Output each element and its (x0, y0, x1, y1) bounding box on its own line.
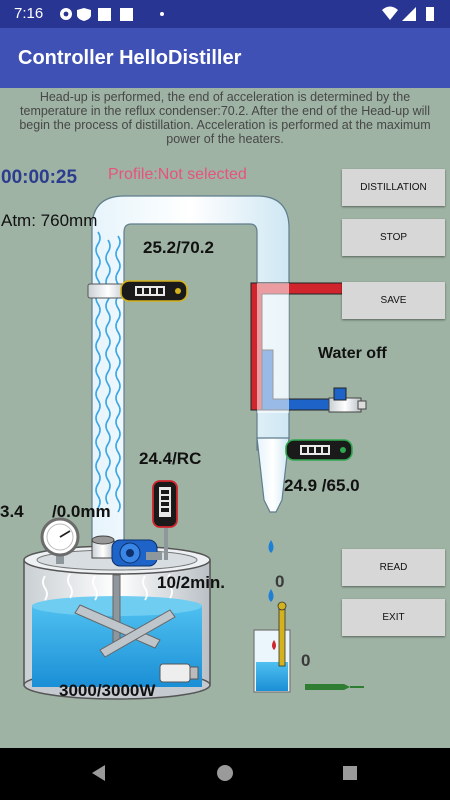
mixer-blades-icon (74, 574, 176, 658)
save-button[interactable]: SAVE (342, 282, 445, 319)
app-bar: Controller HelloDistiller (0, 28, 450, 88)
notification-square-icon-2 (120, 8, 133, 21)
settings-icon (60, 8, 72, 20)
water-valve-icon (328, 387, 367, 413)
app-title: Controller HelloDistiller (18, 47, 242, 69)
distillate-drop-icon (268, 540, 274, 553)
recents-icon[interactable] (341, 764, 359, 782)
level-probe-icon (305, 684, 364, 690)
column-temperature: 25.2/70.2 (143, 238, 214, 257)
distillation-button[interactable]: DISTILLATION (342, 169, 445, 206)
exit-button[interactable]: EXIT (342, 599, 445, 636)
signal-icon (402, 7, 416, 21)
tank-temperature: 24.4/RC (139, 449, 202, 468)
battery-icon (426, 7, 434, 21)
back-icon[interactable] (90, 764, 108, 782)
wifi-icon (382, 6, 398, 20)
home-icon[interactable] (216, 764, 234, 782)
read-button[interactable]: READ (342, 549, 445, 586)
status-time: 7:16 (14, 5, 44, 22)
navigation-bar (0, 748, 450, 800)
heater-icon (159, 663, 199, 683)
drops-count: 0 (275, 572, 285, 591)
heater-power: 3000/3000W (59, 681, 156, 700)
condenser-thermometer-icon (285, 439, 353, 461)
stop-button[interactable]: STOP (342, 219, 445, 256)
outlet-funnel (256, 437, 290, 513)
condenser-temperature: 24.9 /65.0 (284, 476, 360, 495)
status-notification-icons (60, 8, 164, 21)
status-system-icons (382, 6, 434, 21)
distillate-drop-icon-2 (268, 589, 274, 602)
pressure-value: 3.4 (0, 502, 24, 521)
water-status: Water off (318, 345, 387, 362)
pump-rate: 10/2min. (157, 573, 226, 592)
elapsed-timer: 00:00:25 (1, 167, 78, 188)
condenser-shell (257, 283, 289, 413)
process-info-text: Head-up is performed, the end of acceler… (19, 90, 431, 146)
column-thermometer-icon (120, 280, 188, 302)
column-tube (91, 195, 290, 546)
notification-square-icon (98, 8, 111, 21)
profile-status: Profile:Not selected (108, 166, 247, 183)
more-notifications-dot (160, 12, 164, 16)
tank-thermometer-icon (152, 480, 178, 560)
status-bar: 7:16 (0, 0, 450, 28)
collector-glass (253, 601, 291, 693)
collector-count: 0 (301, 651, 311, 670)
manometer-icon (40, 517, 80, 564)
pump-icon (91, 535, 162, 567)
shield-icon (77, 8, 91, 21)
atmosphere-pressure: Atm: 760mm (1, 211, 98, 230)
pressure-column-value: /0.0mm (52, 502, 111, 521)
